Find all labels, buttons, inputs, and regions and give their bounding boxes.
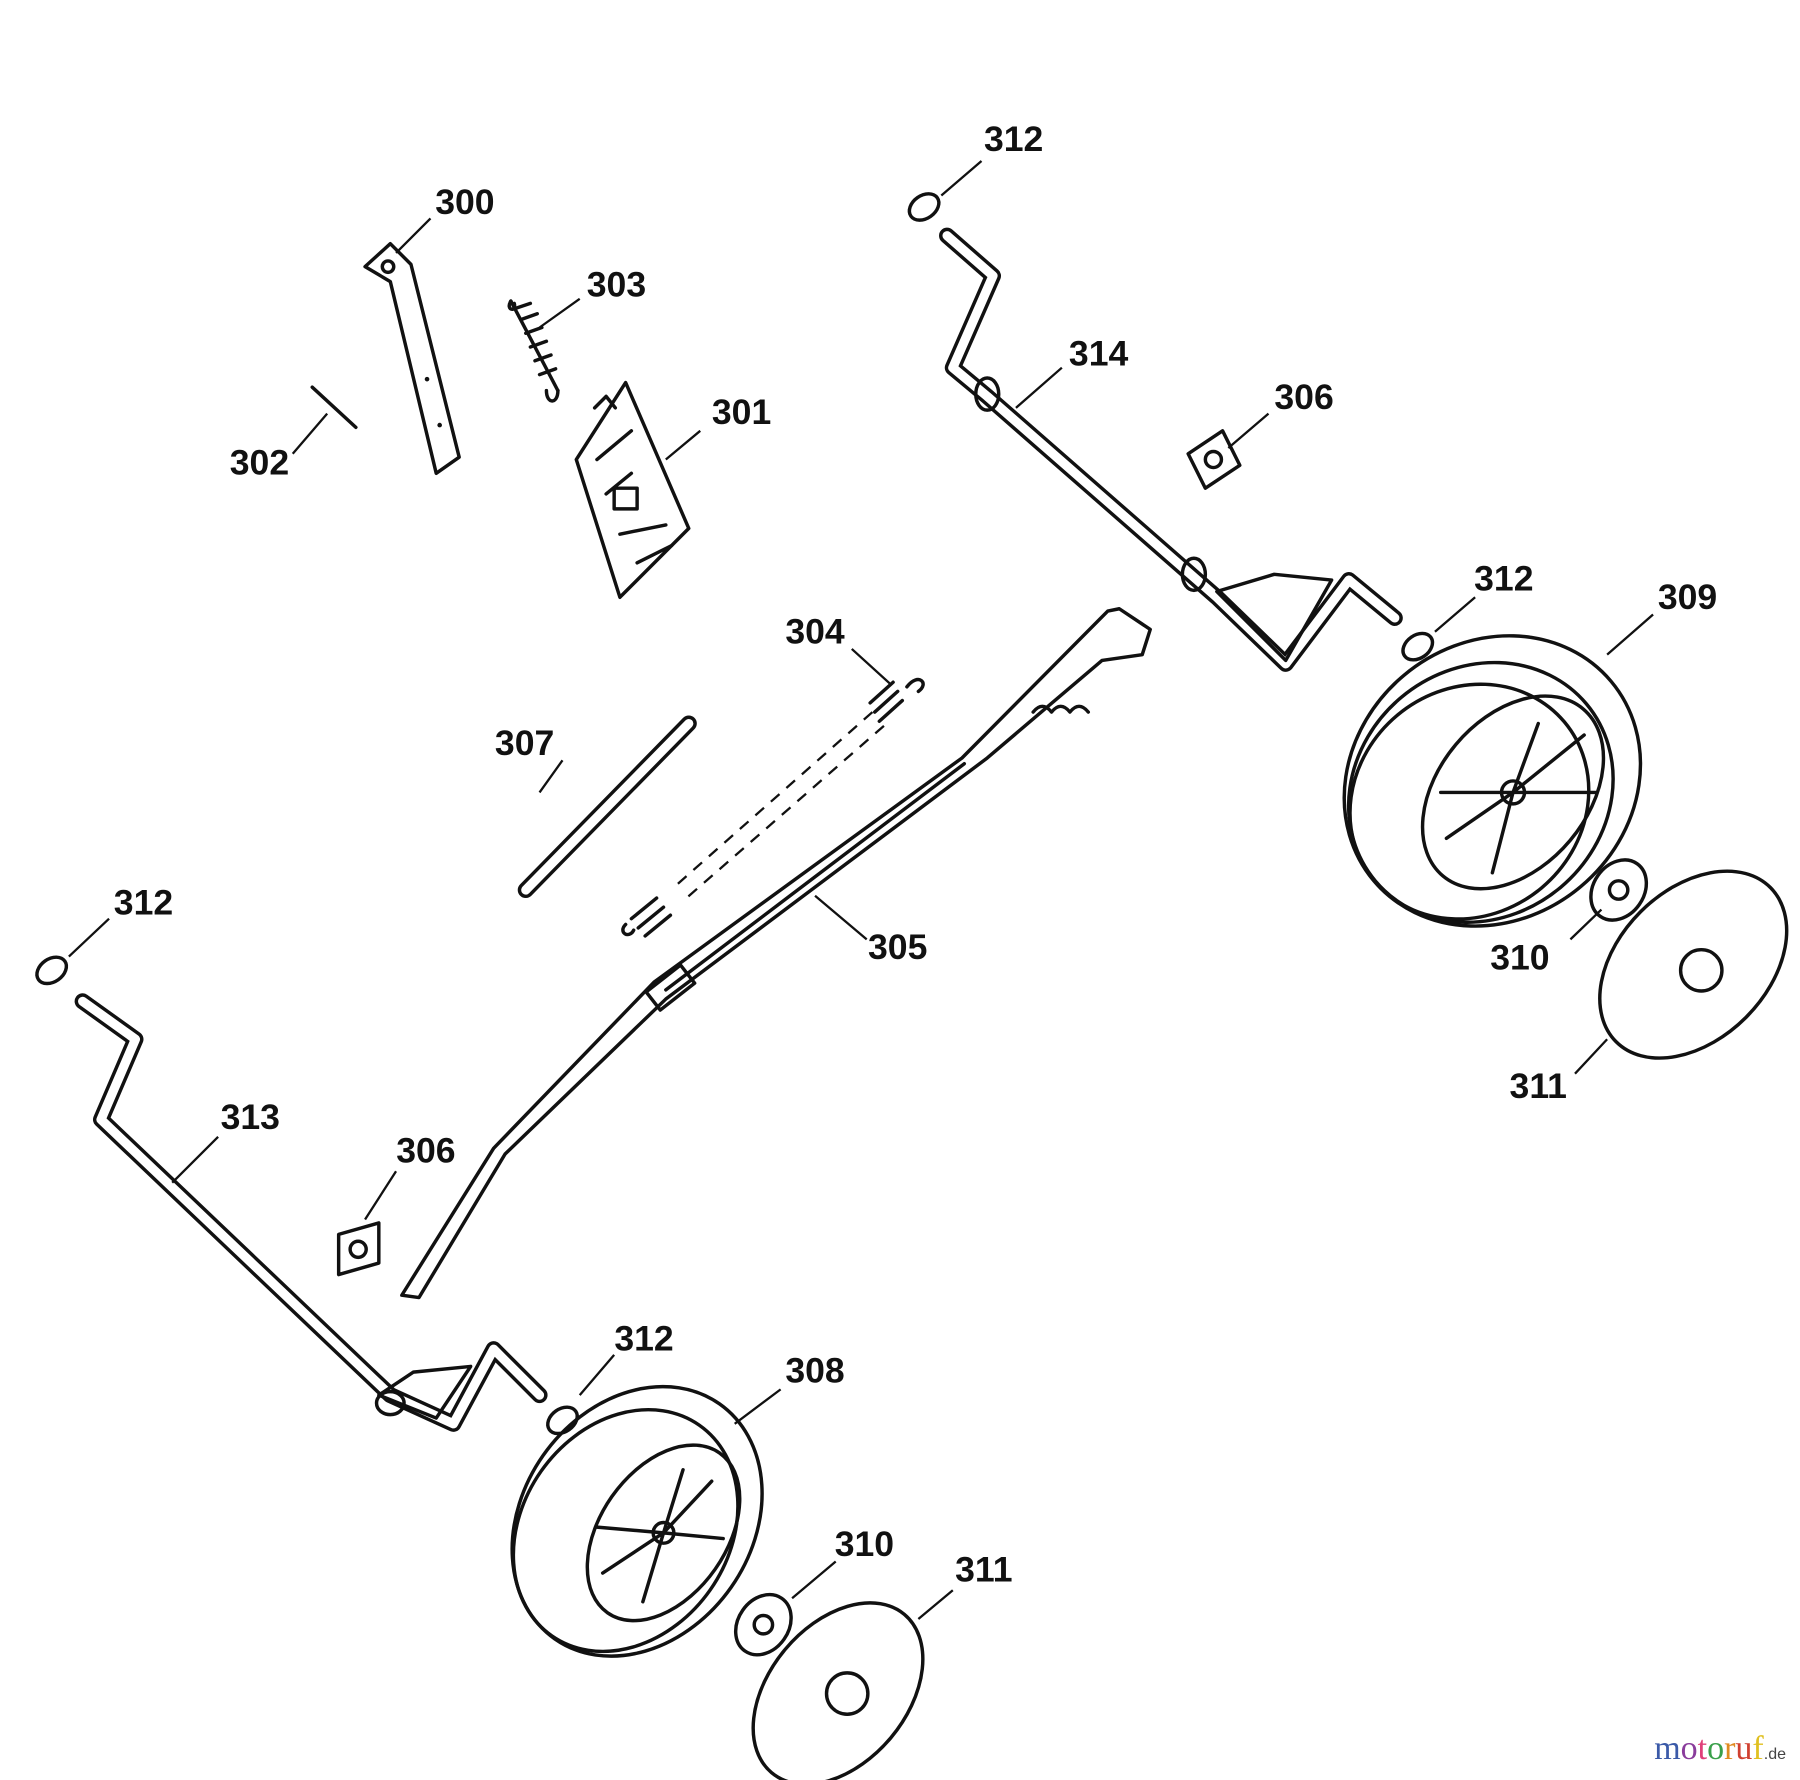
label-312: 312 xyxy=(114,882,173,922)
part-307-rod xyxy=(517,715,697,899)
label-300: 300 xyxy=(435,182,494,222)
part-305-lever xyxy=(400,607,1152,1300)
watermark-suffix: .de xyxy=(1763,1746,1786,1763)
part-303-spring xyxy=(507,299,560,403)
part-310-cap xyxy=(733,1592,793,1657)
part-313-axle xyxy=(74,993,548,1432)
watermark-logo: motoruf.de xyxy=(1654,1730,1786,1768)
part-308-wheel xyxy=(510,1384,764,1658)
watermark-letter: t xyxy=(1697,1730,1708,1767)
part-311-cover xyxy=(751,1601,925,1780)
part-312-washer xyxy=(907,192,941,222)
label-312: 312 xyxy=(1474,559,1533,599)
part-306-clip-upper xyxy=(1186,429,1242,490)
part-312-washer xyxy=(1401,631,1435,662)
part-309-wheel xyxy=(1342,634,1643,928)
part-311-cover xyxy=(1598,869,1789,1060)
part-310-cap xyxy=(1589,858,1649,922)
label-304: 304 xyxy=(785,611,845,651)
part-314-axle xyxy=(939,227,1403,672)
part-312-washer xyxy=(35,955,69,986)
label-313: 313 xyxy=(221,1097,280,1137)
label-306: 306 xyxy=(1274,377,1333,417)
label-301: 301 xyxy=(712,392,771,432)
part-301-plate xyxy=(574,380,691,599)
label-314: 314 xyxy=(1069,334,1129,374)
part-306-clip-lower xyxy=(336,1221,381,1277)
label-306: 306 xyxy=(396,1130,455,1170)
part-304-spring xyxy=(621,677,925,938)
watermark-letter: o xyxy=(1707,1730,1725,1767)
part-302-pin xyxy=(310,385,358,430)
watermark-letter: m xyxy=(1654,1730,1681,1767)
watermark-letter: f xyxy=(1752,1730,1764,1767)
watermark-letter: r xyxy=(1724,1730,1736,1767)
part-312-washer xyxy=(546,1405,579,1436)
label-312: 312 xyxy=(984,119,1043,159)
label-311: 311 xyxy=(1510,1066,1567,1106)
leader-lines xyxy=(68,160,1654,1620)
watermark-text: motoruf xyxy=(1654,1730,1764,1767)
label-309: 309 xyxy=(1658,577,1717,617)
label-302: 302 xyxy=(230,443,289,483)
part-300-bracket xyxy=(363,241,461,476)
label-308: 308 xyxy=(785,1351,844,1391)
watermark-letter: u xyxy=(1735,1730,1753,1767)
label-307: 307 xyxy=(495,723,554,763)
label-310: 310 xyxy=(1490,937,1549,977)
label-305: 305 xyxy=(868,927,927,967)
label-310: 310 xyxy=(835,1524,894,1564)
watermark-letter: o xyxy=(1680,1730,1698,1767)
label-312: 312 xyxy=(614,1319,673,1359)
label-311: 311 xyxy=(955,1549,1012,1589)
label-303: 303 xyxy=(587,265,646,305)
